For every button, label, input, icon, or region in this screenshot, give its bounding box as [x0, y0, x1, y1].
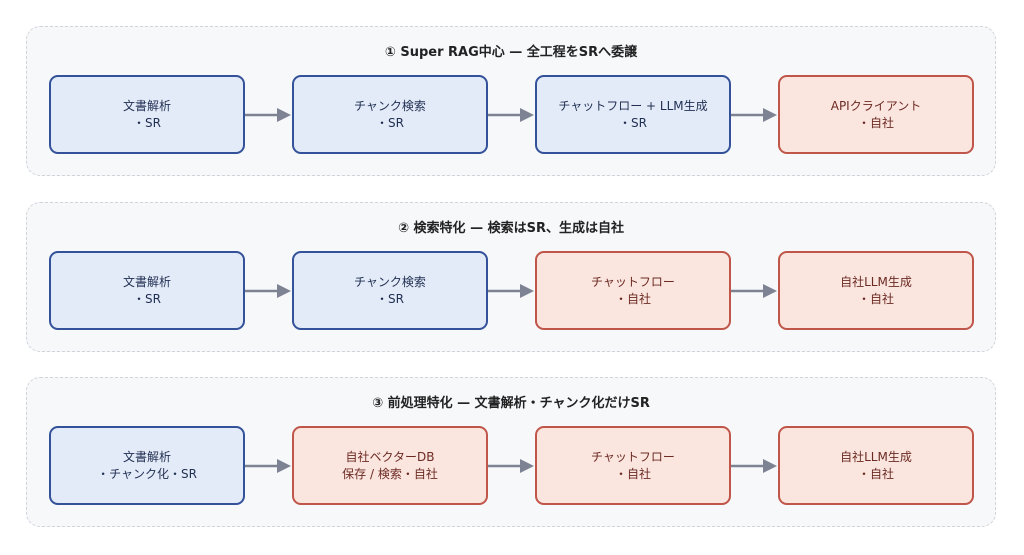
- node-owner: ・SR: [133, 115, 161, 130]
- node-label: APIクライアント: [830, 98, 922, 113]
- node-2-1: 文書解析 ・SR: [49, 251, 245, 330]
- arrow-right-icon: [488, 108, 534, 122]
- node-owner: ・自社: [857, 291, 894, 306]
- node-3-1: 文書解析 ・チャンク化・SR: [49, 426, 245, 505]
- node-label: チャンク検索: [354, 274, 426, 289]
- node-1-4: APIクライアント ・自社: [778, 75, 974, 154]
- arrow-right-icon: [488, 459, 534, 473]
- node-owner: ・自社: [614, 291, 651, 306]
- node-3-3: チャットフロー ・自社: [535, 426, 731, 505]
- node-owner: ・SR: [376, 291, 404, 306]
- node-3-4: 自社LLM生成 ・自社: [778, 426, 974, 505]
- node-owner: ・自社: [857, 466, 894, 481]
- arrow-right-icon: [731, 459, 777, 473]
- pattern-title-3: ③ 前処理特化 — 文書解析・チャンク化だけSR: [372, 396, 650, 411]
- node-label: 自社LLM生成: [840, 449, 912, 464]
- node-label: チャットフロー: [591, 449, 675, 464]
- arrow-right-icon: [731, 284, 777, 298]
- node-owner: ・SR: [619, 115, 647, 130]
- node-label: 自社ベクターDB: [345, 449, 435, 464]
- node-owner: ・SR: [133, 291, 161, 306]
- node-1-1: 文書解析 ・SR: [49, 75, 245, 154]
- node-label: チャットフロー: [591, 274, 675, 289]
- arrow-right-icon: [731, 108, 777, 122]
- node-3-2: 自社ベクターDB 保存 / 検索・自社: [292, 426, 488, 505]
- arrow-right-icon: [245, 108, 291, 122]
- node-2-4: 自社LLM生成 ・自社: [778, 251, 974, 330]
- node-1-3: チャットフロー + LLM生成 ・SR: [535, 75, 731, 154]
- node-label: 文書解析: [122, 98, 171, 113]
- arrow-right-icon: [245, 459, 291, 473]
- node-owner: ・SR: [376, 115, 404, 130]
- node-2-2: チャンク検索 ・SR: [292, 251, 488, 330]
- pattern-title-2: ② 検索特化 — 検索はSR、生成は自社: [398, 221, 624, 236]
- node-1-2: チャンク検索 ・SR: [292, 75, 488, 154]
- node-owner: 保存 / 検索・自社: [342, 466, 438, 481]
- node-label: チャンク検索: [354, 98, 426, 113]
- arrow-right-icon: [245, 284, 291, 298]
- node-2-3: チャットフロー ・自社: [535, 251, 731, 330]
- node-label: 文書解析: [122, 274, 171, 289]
- node-owner: ・自社: [857, 115, 894, 130]
- pattern-title-1: ① Super RAG中心 — 全工程をSRへ委譲: [384, 45, 638, 60]
- node-label: チャットフロー + LLM生成: [558, 98, 708, 113]
- node-owner: ・自社: [614, 466, 651, 481]
- arrow-right-icon: [488, 284, 534, 298]
- node-owner: ・チャンク化・SR: [97, 466, 197, 481]
- node-label: 文書解析: [122, 449, 171, 464]
- node-label: 自社LLM生成: [840, 274, 912, 289]
